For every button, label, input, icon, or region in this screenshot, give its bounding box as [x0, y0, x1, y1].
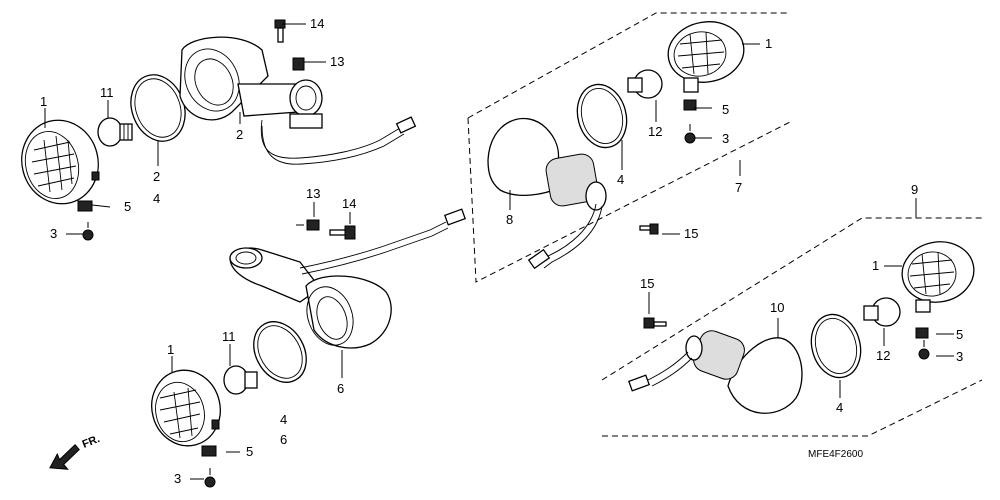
callout-2: 2 [236, 127, 243, 142]
callout-11: 11 [222, 329, 236, 344]
rear-left-turn-signal-panel: 1 5 3 12 4 7 8 15 [467, 12, 791, 283]
callout-15: 15 [684, 226, 698, 241]
clip-part [201, 445, 217, 457]
callout-5: 5 [722, 102, 729, 117]
callout-1: 1 [765, 36, 772, 51]
callout-15: 15 [640, 276, 654, 291]
diagram-code: MFE4F2600 [808, 449, 863, 460]
callout-6: 6 [337, 381, 344, 396]
housing-part [229, 208, 467, 349]
seal-ring-part [253, 321, 307, 383]
screw-part [82, 222, 94, 241]
screw-part [639, 223, 659, 235]
callout-4: 4 [617, 172, 624, 187]
screw-part [643, 317, 667, 329]
callout-1: 1 [40, 94, 47, 109]
screw-part [918, 340, 930, 360]
callout-4: 4 [836, 400, 843, 415]
callout-3: 3 [956, 349, 963, 364]
lens-part [151, 369, 221, 447]
clip-part [915, 327, 929, 339]
bulb-part [223, 365, 258, 395]
screw-part [204, 468, 216, 488]
callout-2: 2 [153, 169, 160, 184]
callout-14: 14 [342, 196, 356, 211]
nut-part [292, 57, 305, 71]
lens-part [667, 21, 745, 93]
housing-part [487, 118, 607, 270]
callout-3: 3 [50, 226, 57, 241]
lens-part [21, 119, 100, 205]
bulb-part [627, 69, 663, 99]
clip-part [77, 200, 93, 212]
front-left-turn-signal-assembly: 1 11 2 4 2 5 3 14 13 [21, 16, 417, 241]
callout-9: 9 [911, 182, 918, 197]
bolt-part [329, 225, 356, 240]
direction-label: FR. [81, 433, 102, 451]
nut-part [306, 219, 320, 231]
callout-1: 1 [872, 258, 879, 273]
callout-11: 11 [100, 85, 114, 100]
housing-part [627, 330, 803, 414]
callout-5: 5 [124, 199, 131, 214]
callout-14: 14 [310, 16, 324, 31]
callout-1: 1 [167, 342, 174, 357]
seal-ring-part [810, 313, 862, 379]
seal-ring-part [576, 83, 628, 149]
clip-part [683, 99, 697, 111]
rear-right-turn-signal-panel: 9 1 5 3 12 10 4 15 [601, 182, 983, 437]
callout-12: 12 [876, 348, 890, 363]
callout-3: 3 [174, 471, 181, 486]
screw-part [684, 124, 696, 144]
callout-13: 13 [330, 54, 344, 69]
callout-4: 4 [153, 191, 160, 206]
callout-4: 4 [280, 412, 287, 427]
housing-part [179, 36, 417, 165]
callout-6: 6 [280, 432, 287, 447]
callout-5: 5 [246, 444, 253, 459]
callout-7: 7 [735, 180, 742, 195]
callout-10: 10 [770, 300, 784, 315]
front-direction-indicator: FR. [49, 433, 102, 470]
seal-ring-part [130, 74, 186, 142]
callout-13: 13 [306, 186, 320, 201]
bulb-part [863, 297, 901, 327]
bolt-part [274, 19, 286, 43]
front-right-turn-signal-assembly: 1 11 6 4 6 5 3 [151, 208, 467, 488]
callout-3: 3 [722, 131, 729, 146]
mounting-hardware: 13 14 [296, 186, 356, 240]
lens-part [901, 241, 975, 313]
callout-5: 5 [956, 327, 963, 342]
bulb-part [97, 117, 133, 147]
callout-12: 12 [648, 124, 662, 139]
callout-8: 8 [506, 212, 513, 227]
